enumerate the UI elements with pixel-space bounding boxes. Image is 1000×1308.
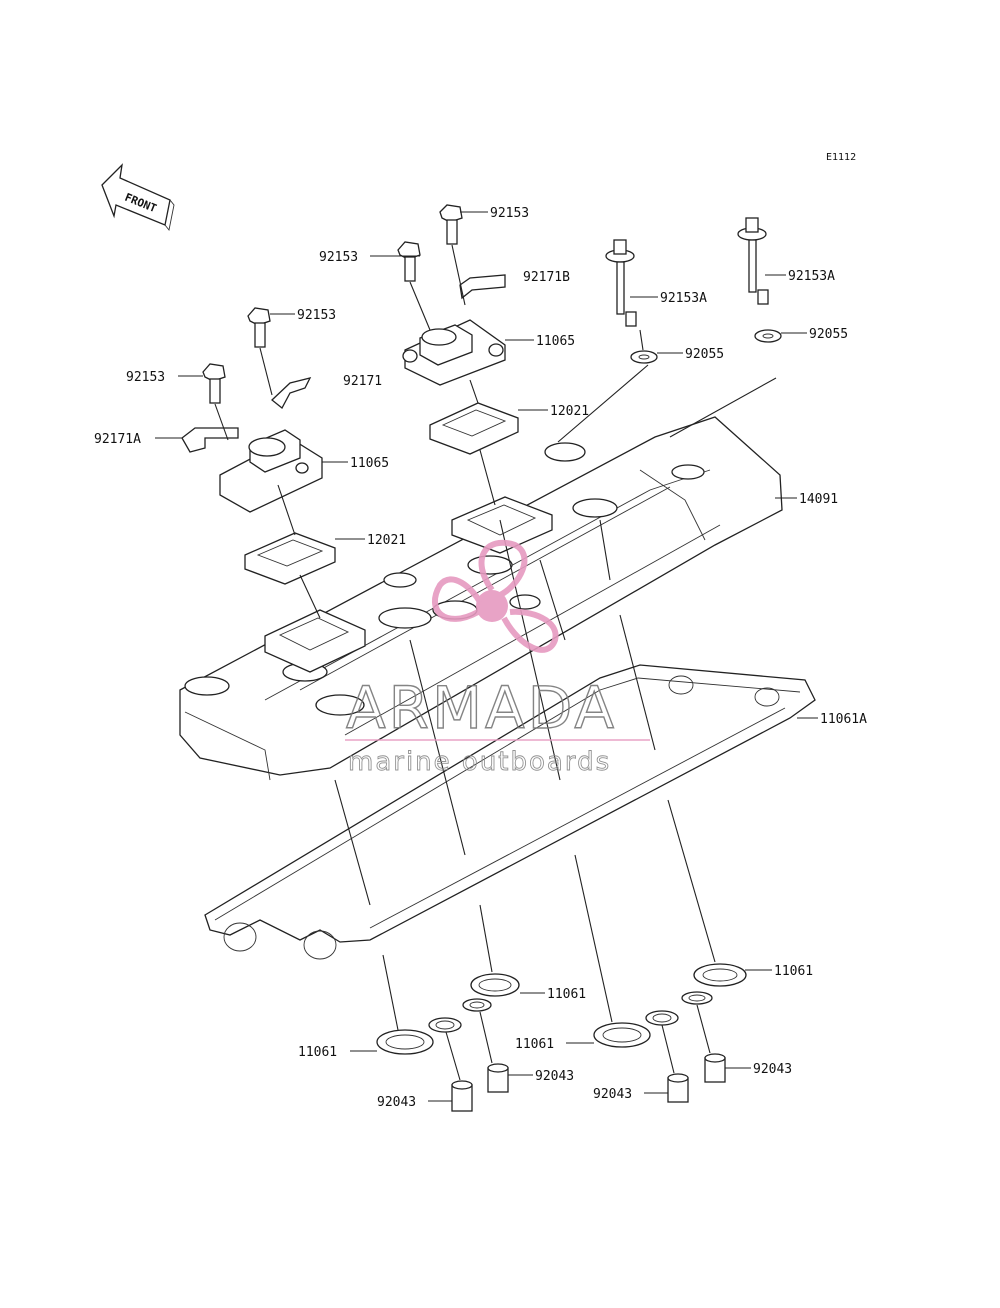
breather-cover-right xyxy=(402,319,506,386)
part-label: 12021 xyxy=(367,533,406,548)
part-labels: 92153 92171B 92153 92153A 92153A 92153 1… xyxy=(94,206,867,1110)
part-label: 92171 xyxy=(343,374,382,389)
reed-plate-right xyxy=(429,402,519,455)
alignment-lines xyxy=(214,244,777,1081)
watermark-logo: ARMADA marine outboards xyxy=(345,539,650,777)
part-label: 92153 xyxy=(297,308,336,323)
sleeve-92043-4 xyxy=(704,1053,726,1083)
bolt-92153-left xyxy=(247,307,271,348)
part-label: 14091 xyxy=(799,492,838,507)
bolt-92153A-right xyxy=(737,217,769,305)
sleeve-92043-3 xyxy=(667,1073,689,1103)
bolt-92153A-left xyxy=(605,239,637,327)
bolt-92153-far-left xyxy=(202,363,226,404)
leader-lines xyxy=(155,211,818,1102)
part-label: 92043 xyxy=(753,1062,792,1077)
part-label: 92043 xyxy=(535,1069,574,1084)
breather-cover-left xyxy=(219,429,323,513)
sleeve-92043-1 xyxy=(451,1080,473,1112)
washer-92055-left xyxy=(630,350,658,364)
part-label: 92043 xyxy=(593,1087,632,1102)
reed-plate-left xyxy=(244,532,336,585)
part-label: 12021 xyxy=(550,404,589,419)
part-label: 11061 xyxy=(515,1037,554,1052)
part-label: 92055 xyxy=(685,347,724,362)
front-arrow-icon: FRONT xyxy=(101,163,175,232)
part-label: 11061 xyxy=(298,1045,337,1060)
part-label: 92153 xyxy=(126,370,165,385)
gasket-drawing xyxy=(204,664,816,960)
part-label: 11061 xyxy=(547,987,586,1002)
part-label: 92153A xyxy=(660,291,707,306)
part-label: 92153 xyxy=(490,206,529,221)
part-label: 92153A xyxy=(788,269,835,284)
watermark-tagline: marine outboards xyxy=(348,747,611,777)
bracket-92171 xyxy=(271,377,312,409)
part-label: 11065 xyxy=(536,334,575,349)
part-label: 92171B xyxy=(523,270,570,285)
diagram-ref-code: E1112 xyxy=(826,152,856,163)
bracket-92171A xyxy=(181,427,239,453)
sleeve-92043-2 xyxy=(487,1063,509,1093)
part-label: 92043 xyxy=(377,1095,416,1110)
bolt-92153-top xyxy=(439,204,463,245)
part-label: 92055 xyxy=(809,327,848,342)
plug-seal-group-left xyxy=(376,973,520,1055)
bolt-92153-mid xyxy=(397,241,421,282)
part-label: 92171A xyxy=(94,432,141,447)
washer-92055-right xyxy=(754,329,782,343)
bracket-92171B xyxy=(459,274,506,300)
part-label: 11061A xyxy=(820,712,867,727)
propeller-icon xyxy=(432,539,559,653)
part-label: 11065 xyxy=(350,456,389,471)
part-label: 92153 xyxy=(319,250,358,265)
part-label: 11061 xyxy=(774,964,813,979)
watermark-brand: ARMADA xyxy=(346,674,617,742)
plug-seal-group-right xyxy=(593,963,747,1048)
